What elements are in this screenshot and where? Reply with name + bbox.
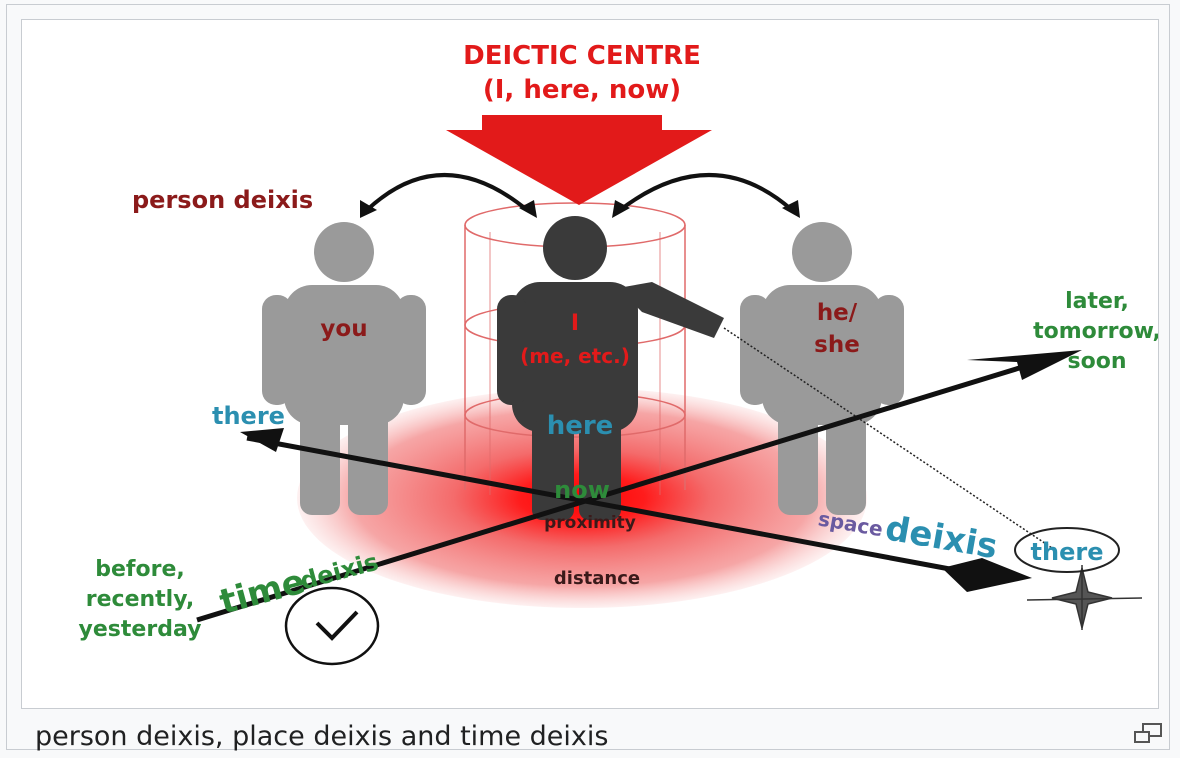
distance-label: distance <box>554 568 640 589</box>
me-etc-label: (me, etc.) <box>520 344 630 368</box>
past-label-line2: recently, <box>86 587 194 612</box>
image-thumbnail-box: DEICTIC CENTRE (I, here, now) person dei… <box>6 4 1170 752</box>
there-left-label: there <box>212 402 285 430</box>
time-axis-arrowhead <box>967 350 1082 380</box>
pointing-line <box>723 327 1053 549</box>
figure-i <box>497 216 724 520</box>
future-label-line1: later, <box>1065 289 1129 314</box>
space-axis-arrowhead <box>942 558 1032 592</box>
future-label-line3: soon <box>1068 349 1127 374</box>
future-label-line2: tomorrow, <box>1033 319 1159 344</box>
axes <box>196 355 1053 623</box>
deictic-centre-arrow <box>446 115 712 205</box>
deixis-diagram: DEICTIC CENTRE (I, here, now) person dei… <box>79 41 1159 666</box>
compass-icon <box>1026 565 1143 630</box>
time-deixis-label: time deixis <box>215 548 381 623</box>
past-label-line3: yesterday <box>79 617 202 642</box>
here-label: here <box>547 411 614 441</box>
there-right-oval <box>1014 527 1120 573</box>
past-label-line1: before, <box>95 557 184 582</box>
i-label: I <box>571 311 579 336</box>
image-caption: person deixis, place deixis and time dei… <box>35 721 609 752</box>
deixis-diagram-image[interactable]: DEICTIC CENTRE (I, here, now) person dei… <box>21 19 1159 709</box>
person-deixis-label: person deixis <box>132 186 313 214</box>
time-deixis-small-label: time <box>215 562 309 623</box>
magnify-clip-icon[interactable] <box>1131 721 1165 747</box>
there-right-label: there <box>1031 538 1104 566</box>
she-label: she <box>814 332 860 358</box>
figure-he-she <box>740 222 904 515</box>
he-label: he/ <box>817 300 858 326</box>
left-axis-arrowhead <box>240 428 284 452</box>
deictic-centre-subtitle: (I, here, now) <box>483 75 681 105</box>
you-label: you <box>320 316 367 342</box>
deictic-centre-title: DEICTIC CENTRE <box>463 41 701 71</box>
person-deixis-arrows <box>365 173 794 212</box>
now-label: now <box>554 476 610 504</box>
proximity-label: proximity <box>544 513 636 533</box>
clock-icon <box>284 586 380 666</box>
